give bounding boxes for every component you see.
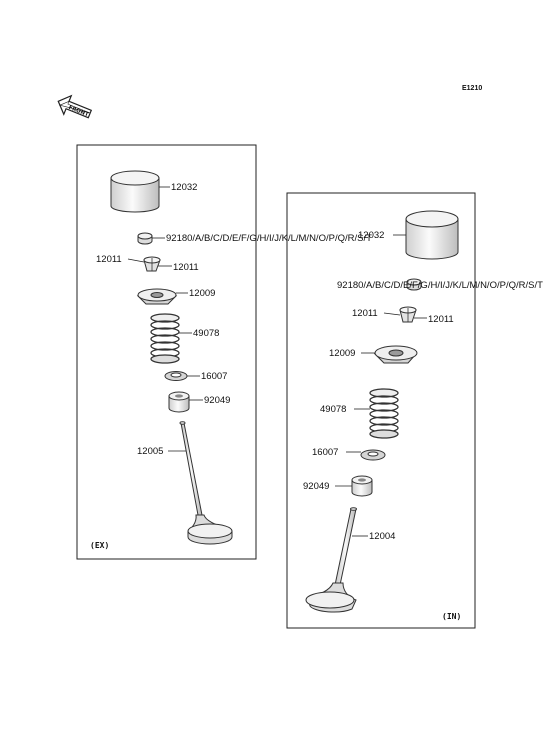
exhaust-panel: 12032 92180/A/B/C/D/E/F/G/H/I/J/K/L/M/N/… xyxy=(76,144,372,560)
in-label-oil-seal: 92049 xyxy=(303,481,329,492)
ex-label-spring-retainer: 12009 xyxy=(189,288,215,299)
in-label-shim: 92180/A/B/C/D/E/F/G/H/I/J/K/L/M/N/O/P/Q/… xyxy=(337,280,543,291)
in-shim xyxy=(406,278,422,291)
in-spring-retainer xyxy=(373,345,418,364)
in-label-valve: 12004 xyxy=(369,531,395,542)
ex-spring-seat xyxy=(164,371,188,381)
ex-retainer xyxy=(143,256,161,272)
front-arrow-icon: FRONT xyxy=(57,94,93,119)
in-tappet xyxy=(405,210,459,260)
in-label-tappet: 12032 xyxy=(358,230,384,241)
ex-spring xyxy=(150,313,180,364)
ex-tappet xyxy=(110,170,160,213)
ex-panel-tag: (EX) xyxy=(90,541,109,550)
in-panel-tag: (IN) xyxy=(442,612,461,621)
ex-label-valve: 12005 xyxy=(137,446,163,457)
ex-label-spring: 49078 xyxy=(193,328,219,339)
in-spring-seat xyxy=(360,449,386,461)
ex-label-tappet: 12032 xyxy=(171,182,197,193)
in-label-retainer-right: 12011 xyxy=(428,314,454,325)
in-label-spring-retainer: 12009 xyxy=(329,348,355,359)
ex-oil-seal xyxy=(168,391,190,413)
in-label-retainer-left: 12011 xyxy=(352,308,378,319)
ex-valve xyxy=(179,421,233,545)
ex-spring-retainer xyxy=(136,288,178,305)
ex-shim xyxy=(137,232,153,245)
in-retainer xyxy=(399,306,417,323)
ex-label-retainer-left: 12011 xyxy=(96,254,122,265)
exhaust-panel-frame xyxy=(76,144,257,560)
ex-label-shim: 92180/A/B/C/D/E/F/G/H/I/J/K/L/M/N/O/P/Q/… xyxy=(166,233,372,244)
in-label-spring: 49078 xyxy=(320,404,346,415)
ex-label-spring-seat: 16007 xyxy=(201,371,227,382)
in-valve xyxy=(305,507,357,613)
diagram-code: E1210 xyxy=(462,85,482,92)
intake-panel-frame xyxy=(286,192,476,629)
in-oil-seal xyxy=(351,475,373,497)
in-spring xyxy=(369,388,399,439)
ex-label-retainer-right: 12011 xyxy=(173,262,199,273)
ex-label-oil-seal: 92049 xyxy=(204,395,230,406)
intake-panel: 12032 92180/A/B/C/D/E/F/G/H/I/J/K/L/M/N/… xyxy=(286,192,543,629)
in-label-spring-seat: 16007 xyxy=(312,447,338,458)
